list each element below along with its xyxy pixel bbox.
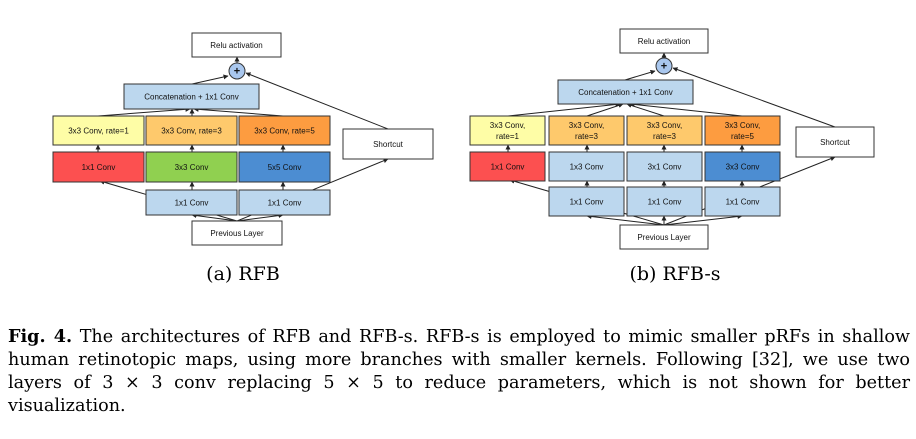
rfb-s-diagram: Relu activation + Concatenation + 1x1 Co… — [469, 28, 875, 285]
rfb-s-dilated-conv-2-line2: rate=3 — [575, 132, 598, 141]
rfb-s-branch-conv-1-label: 1x1 Conv — [491, 163, 525, 172]
rfb-dilated-conv-3-label: 3x3 Conv, rate=5 — [254, 127, 315, 136]
rfb-s-reduce-conv-2: 1x1 Conv — [626, 186, 703, 217]
rfb-dilated-conv-1-label: 3x3 Conv, rate=1 — [68, 127, 129, 136]
rfb-s-dilated-conv-1: 3x3 Conv, rate=1 — [469, 115, 546, 146]
rfb-s-reduce-conv-2-label: 1x1 Conv — [648, 198, 682, 207]
rfb-plus-symbol: + — [234, 66, 240, 78]
rfb-s-branch-conv-3: 3x1 Conv — [626, 151, 703, 182]
rfb-input-label: Previous Layer — [210, 229, 264, 238]
rfb-s-dilated-conv-3-line1: 3x3 Conv, — [647, 121, 682, 130]
caption-label: Fig. 4. — [8, 326, 73, 347]
rfb-s-dilated-conv-2: 3x3 Conv, rate=3 — [548, 115, 625, 146]
rfb-sum-node: + — [228, 62, 246, 80]
rfb-s-dilated-conv-3-line2: rate=3 — [653, 132, 676, 141]
rfb-s-reduce-conv-3: 1x1 Conv — [704, 186, 781, 217]
rfb-relu-box: Relu activation — [191, 32, 282, 58]
rfb-s-dilated-conv-2-line1: 3x3 Conv, — [569, 121, 604, 130]
rfb-diagram: Relu activation + Concatenation + 1x1 Co… — [52, 32, 434, 285]
rfb-reduce-conv-1-label: 1x1 Conv — [175, 199, 209, 208]
rfb-dilated-conv-3: 3x3 Conv, rate=5 — [238, 115, 331, 146]
rfb-s-concat-label: Concatenation + 1x1 Conv — [578, 88, 673, 97]
rfb-branch-conv-3: 5x5 Conv — [238, 151, 331, 183]
rfb-dilated-conv-2: 3x3 Conv, rate=3 — [145, 115, 238, 146]
figure-caption: Fig. 4. The architectures of RFB and RFB… — [8, 325, 910, 418]
rfb-s-relu-box: Relu activation — [619, 28, 709, 54]
rfb-reduce-conv-2-label: 1x1 Conv — [268, 199, 302, 208]
rfb-s-input-box: Previous Layer — [619, 224, 709, 250]
rfb-s-concat-box: Concatenation + 1x1 Conv — [557, 79, 694, 105]
rfb-concat-label: Concatenation + 1x1 Conv — [144, 93, 239, 102]
rfb-input-box: Previous Layer — [191, 220, 283, 246]
rfb-branch-conv-3-label: 5x5 Conv — [268, 163, 302, 172]
rfb-s-dilated-conv-3: 3x3 Conv, rate=3 — [626, 115, 703, 146]
rfb-s-reduce-conv-1-label: 1x1 Conv — [570, 198, 604, 207]
rfb-shortcut-box: Shortcut — [342, 128, 434, 160]
architecture-figure: Relu activation + Concatenation + 1x1 Co… — [52, 28, 875, 285]
rfb-s-dilated-conv-4: 3x3 Conv, rate=5 — [704, 115, 781, 146]
rfb-s-plus-symbol: + — [661, 61, 667, 73]
rfb-s-dilated-conv-4-line1: 3x3 Conv, — [725, 121, 760, 130]
rfb-branch-conv-1: 1x1 Conv — [52, 151, 145, 183]
rfb-s-relu-label: Relu activation — [638, 37, 690, 46]
rfb-s-sublabel: (b) RFB-s — [629, 263, 720, 285]
rfb-reduce-conv-2: 1x1 Conv — [238, 189, 331, 216]
rfb-s-dilated-conv-1-line2: rate=1 — [496, 132, 519, 141]
rfb-reduce-conv-1: 1x1 Conv — [145, 189, 238, 216]
caption-text: The architectures of RFB and RFB-s. RFB-… — [8, 327, 910, 416]
rfb-dilated-conv-1: 3x3 Conv, rate=1 — [52, 115, 145, 146]
rfb-s-branch-conv-2-label: 1x3 Conv — [570, 163, 604, 172]
rfb-concat-box: Concatenation + 1x1 Conv — [123, 83, 260, 110]
rfb-s-shortcut-box: Shortcut — [795, 126, 875, 158]
rfb-s-shortcut-label: Shortcut — [820, 138, 851, 147]
rfb-s-branch-conv-4-label: 3x3 Conv — [726, 163, 760, 172]
rfb-shortcut-label: Shortcut — [373, 140, 404, 149]
rfb-s-dilated-conv-1-line1: 3x3 Conv, — [490, 121, 525, 130]
rfb-s-branch-conv-4: 3x3 Conv — [704, 151, 781, 182]
rfb-branch-conv-2-label: 3x3 Conv — [175, 163, 209, 172]
rfb-s-branch-conv-3-label: 3x1 Conv — [648, 163, 682, 172]
rfb-branch-conv-2: 3x3 Conv — [145, 151, 238, 183]
rfb-s-sum-node: + — [655, 57, 673, 75]
rfb-sublabel: (a) RFB — [206, 263, 280, 285]
rfb-dilated-conv-2-label: 3x3 Conv, rate=3 — [161, 127, 222, 136]
rfb-s-dilated-conv-4-line2: rate=5 — [731, 132, 754, 141]
rfb-s-branch-conv-2: 1x3 Conv — [548, 151, 625, 182]
rfb-s-reduce-conv-3-label: 1x1 Conv — [726, 198, 760, 207]
rfb-branch-conv-1-label: 1x1 Conv — [82, 163, 116, 172]
rfb-s-branch-conv-1: 1x1 Conv — [469, 151, 546, 182]
rfb-s-reduce-conv-1: 1x1 Conv — [548, 186, 625, 217]
rfb-relu-label: Relu activation — [210, 41, 262, 50]
rfb-s-input-label: Previous Layer — [637, 233, 691, 242]
